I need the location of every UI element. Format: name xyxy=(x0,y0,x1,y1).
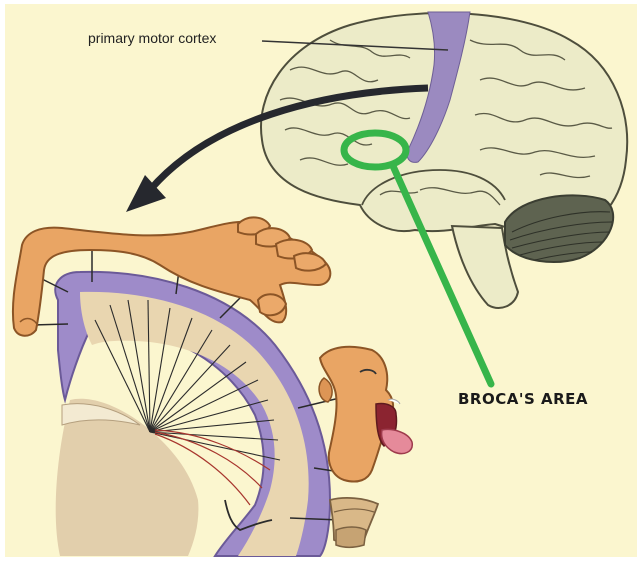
brain-lateral-view xyxy=(261,12,627,384)
broca-area-label: BROCA'S AREA xyxy=(458,390,588,408)
face-and-mouth xyxy=(319,347,412,482)
tongue xyxy=(382,430,413,454)
larynx xyxy=(330,498,378,547)
primary-motor-cortex-label: primary motor cortex xyxy=(88,30,216,46)
